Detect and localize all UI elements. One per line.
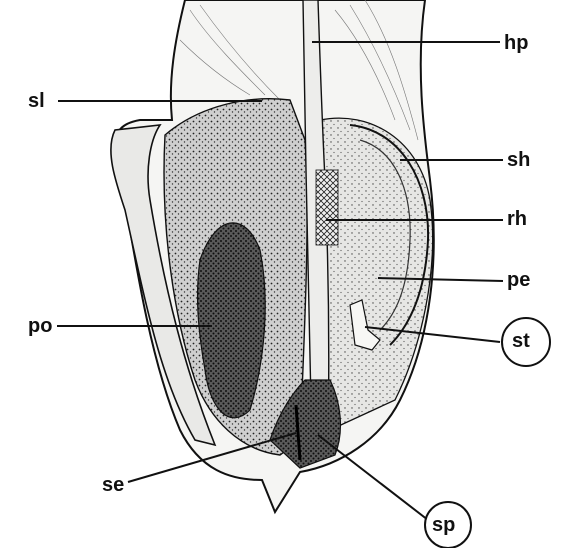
rh-mesh [316,170,338,245]
right-lobe [320,118,433,430]
label-se: se [102,475,124,495]
label-pe: pe [507,270,530,290]
label-sl: sl [28,91,45,111]
label-sp: sp [432,515,455,535]
sp-leader [318,435,428,520]
label-po: po [28,316,52,336]
label-rh: rh [507,209,527,229]
label-hp: hp [504,33,528,53]
label-sh: sh [507,150,530,170]
label-st: st [512,331,530,351]
